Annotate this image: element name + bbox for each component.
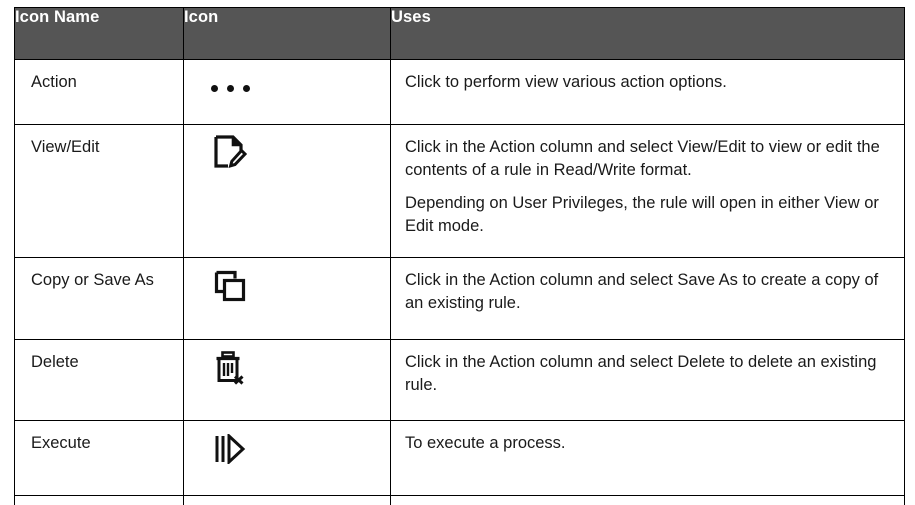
ellipsis-horizontal-icon[interactable] [202,68,258,108]
header-row: Icon Name Icon Uses [14,7,905,60]
copy-squares-icon[interactable] [202,266,258,306]
row-label-execute: Execute [14,420,184,496]
uses-paragraph: Click in the Action column and select Vi… [405,138,880,180]
column-header-uses: Uses [390,7,905,60]
row-label-action: Action [14,59,184,125]
row-label-execution-details: Execution Details [14,495,184,505]
table-body: Action Click to perform view various act… [14,59,905,505]
table-row: View/Edit Click in the Action column and… [14,124,905,258]
uses-paragraph: Depending on User Privileges, the rule w… [405,193,879,236]
row-uses-view-edit: Click in the Action column and select Vi… [390,124,905,258]
row-label-copy-save-as: Copy or Save As [14,257,184,340]
icon-reference-table: Icon Name Icon Uses Action Click to perf… [14,7,905,505]
table-row: Execution Details To view the execution … [14,495,905,505]
execute-play-bars-icon[interactable] [202,429,258,469]
uses-paragraph: Click in the Action column and select De… [405,353,877,395]
table-row: Action Click to perform view various act… [14,59,905,125]
row-uses-copy-save-as: Click in the Action column and select Sa… [390,257,905,340]
table-row: Copy or Save As Click in the Action colu… [14,257,905,340]
row-icon-cell-action [183,59,391,125]
table-row: Execute To execute a process. [14,420,905,496]
row-uses-execute: To execute a process. [390,420,905,496]
row-label-delete: Delete [14,339,184,421]
row-icon-cell-delete [183,339,391,421]
table-row: Delete Click in the Action column and se [14,339,905,421]
row-uses-execution-details: To view the execution details of the pro… [390,495,905,505]
uses-paragraph: To execute a process. [405,434,566,452]
row-icon-cell-execution-details [183,495,391,505]
table-header: Icon Name Icon Uses [14,7,905,60]
column-header-icon-name: Icon Name [14,7,184,60]
column-header-icon: Icon [183,7,391,60]
uses-paragraph: Click in the Action column and select Sa… [405,271,879,313]
row-uses-action: Click to perform view various action opt… [390,59,905,125]
document-pencil-icon[interactable] [202,133,258,173]
row-icon-cell-copy-save-as [183,257,391,340]
row-icon-cell-execute [183,420,391,496]
row-icon-cell-view-edit [183,124,391,258]
row-label-view-edit: View/Edit [14,124,184,258]
uses-paragraph: Click to perform view various action opt… [405,73,727,91]
row-uses-delete: Click in the Action column and select De… [390,339,905,421]
trash-can-x-icon[interactable] [202,348,258,388]
